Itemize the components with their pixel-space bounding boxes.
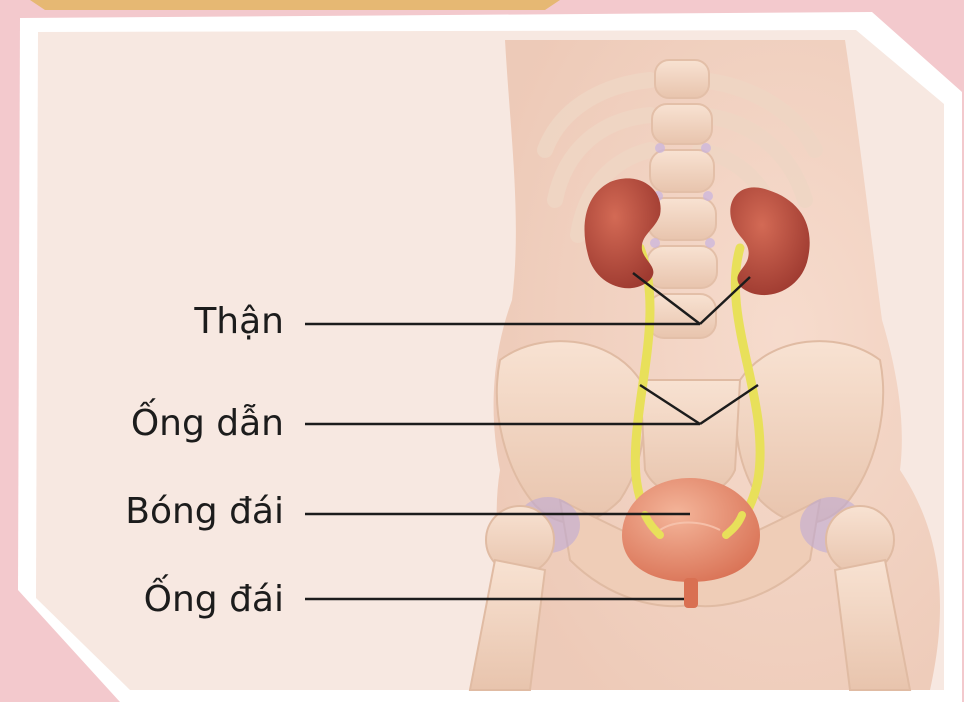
urethra <box>684 578 698 608</box>
top-accent-bar <box>30 0 560 10</box>
label-urethra: Ống đái <box>144 580 284 620</box>
label-bladder: Bóng đái <box>125 492 284 532</box>
label-kidney: Thận <box>194 302 284 342</box>
label-ureter: Ống dẫn <box>131 404 284 444</box>
